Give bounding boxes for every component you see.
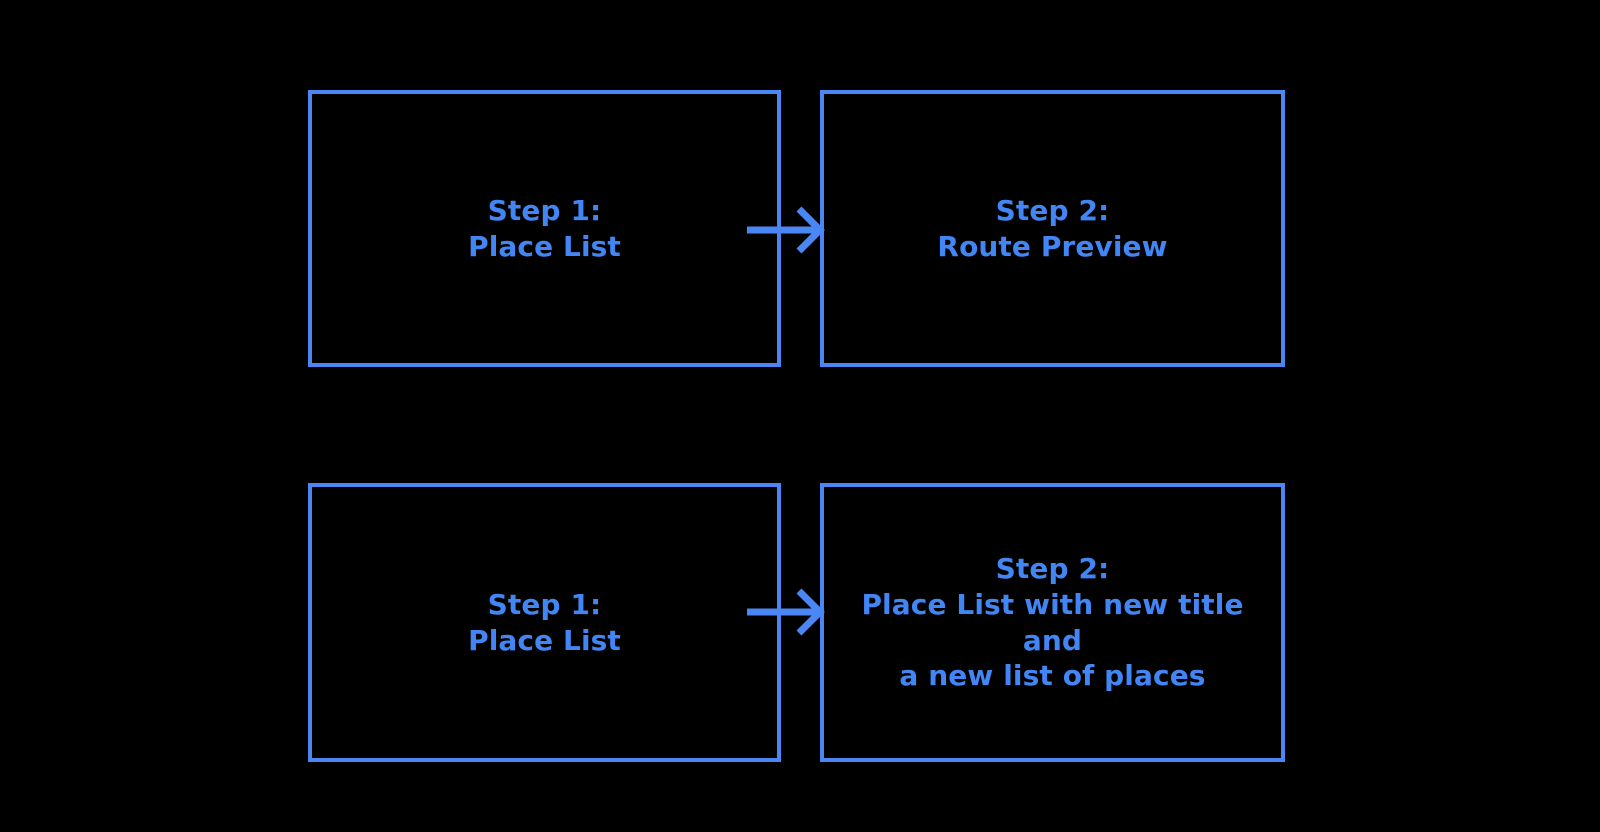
step-box-row1-step1[interactable]: Step 1: Place List [308,90,781,367]
step-box-label: Step 1: Place List [468,587,621,657]
step-box-label: Step 1: Place List [468,193,621,263]
step-box-label: Step 2: Place List with new title and a … [861,552,1244,693]
step-box-row1-step2[interactable]: Step 2: Route Preview [820,90,1285,367]
step-box-row2-step1[interactable]: Step 1: Place List [308,483,781,762]
step-box-label: Step 2: Route Preview [937,193,1168,263]
step-box-row2-step2[interactable]: Step 2: Place List with new title and a … [820,483,1285,762]
